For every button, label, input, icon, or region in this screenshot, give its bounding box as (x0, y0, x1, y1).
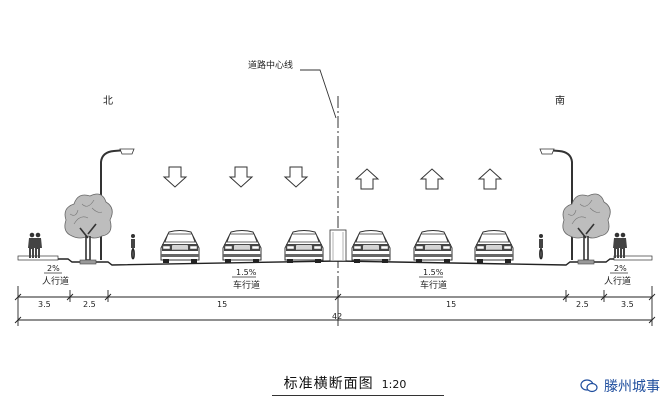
car-icon (474, 230, 514, 264)
north-label: 北 (103, 95, 113, 107)
carriageway-label-left: 车行道 (233, 279, 260, 291)
car-icon (160, 230, 200, 264)
sidewalk-label-left: 人行道 (42, 275, 69, 287)
drawing-title-text: 标准横断面图 (283, 376, 374, 392)
carriageway-annotation-right: 1.5% 车行道 (419, 268, 447, 291)
pedestrian-icon (34, 232, 42, 258)
dimension-labels: 3.5 2.5 15 15 2.5 3.5 42 (38, 300, 634, 321)
street-light-left (100, 148, 135, 260)
tree-right-icon (562, 193, 612, 265)
road-surface (17, 229, 653, 266)
pedestrian-icon (619, 232, 627, 258)
dim-sidewalk-right: 3.5 (621, 300, 634, 309)
arrow-down-icon (284, 166, 308, 188)
title-underline (272, 395, 444, 396)
dim-carriageway-right: 15 (446, 300, 456, 309)
watermark-text: 滕州城事 (604, 379, 660, 395)
arrow-up-icon (478, 168, 502, 190)
car-icon (222, 230, 262, 264)
tree-left-icon (64, 193, 114, 265)
centerline-label: 道路中心线 (248, 59, 293, 71)
dim-verge-right: 2.5 (576, 300, 589, 309)
dim-sidewalk-left: 3.5 (38, 300, 51, 309)
arrow-up-icon (420, 168, 444, 190)
carriageway-label-right: 车行道 (420, 279, 447, 291)
car-icon (351, 230, 391, 264)
sidewalk-slope-left: 2% (47, 264, 60, 273)
car-icon (284, 230, 324, 264)
sidewalk-slope-right: 2% (614, 264, 627, 273)
dim-verge-left: 2.5 (83, 300, 96, 309)
sidewalk-annotation-right: 2% 人行道 (604, 264, 631, 287)
sidewalk-label-right: 人行道 (604, 275, 631, 287)
car-icon (413, 230, 453, 264)
drawing-title: 标准横断面图 1:20 (230, 373, 460, 393)
arrow-down-icon (229, 166, 253, 188)
carriageway-slope-left: 1.5% (236, 268, 257, 277)
cyclist-icon (538, 233, 544, 260)
arrow-down-icon (163, 166, 187, 188)
watermark: 滕州城事 (580, 376, 660, 396)
dimension-lines (14, 286, 656, 326)
centerline: 道路中心线 (248, 59, 339, 298)
south-label: 南 (555, 94, 565, 107)
wechat-icon (580, 379, 598, 393)
drawing-scale: 1:20 (381, 378, 407, 391)
sidewalk-annotation-left: 2% 人行道 (42, 264, 69, 287)
dim-total: 42 (332, 312, 342, 321)
arrow-up-icon (355, 168, 379, 190)
carriageway-slope-right: 1.5% (423, 268, 444, 277)
dim-carriageway-left: 15 (217, 300, 227, 309)
street-light-right (539, 148, 573, 260)
carriageway-annotation-left: 1.5% 车行道 (232, 268, 260, 291)
cyclist-icon (130, 233, 136, 260)
